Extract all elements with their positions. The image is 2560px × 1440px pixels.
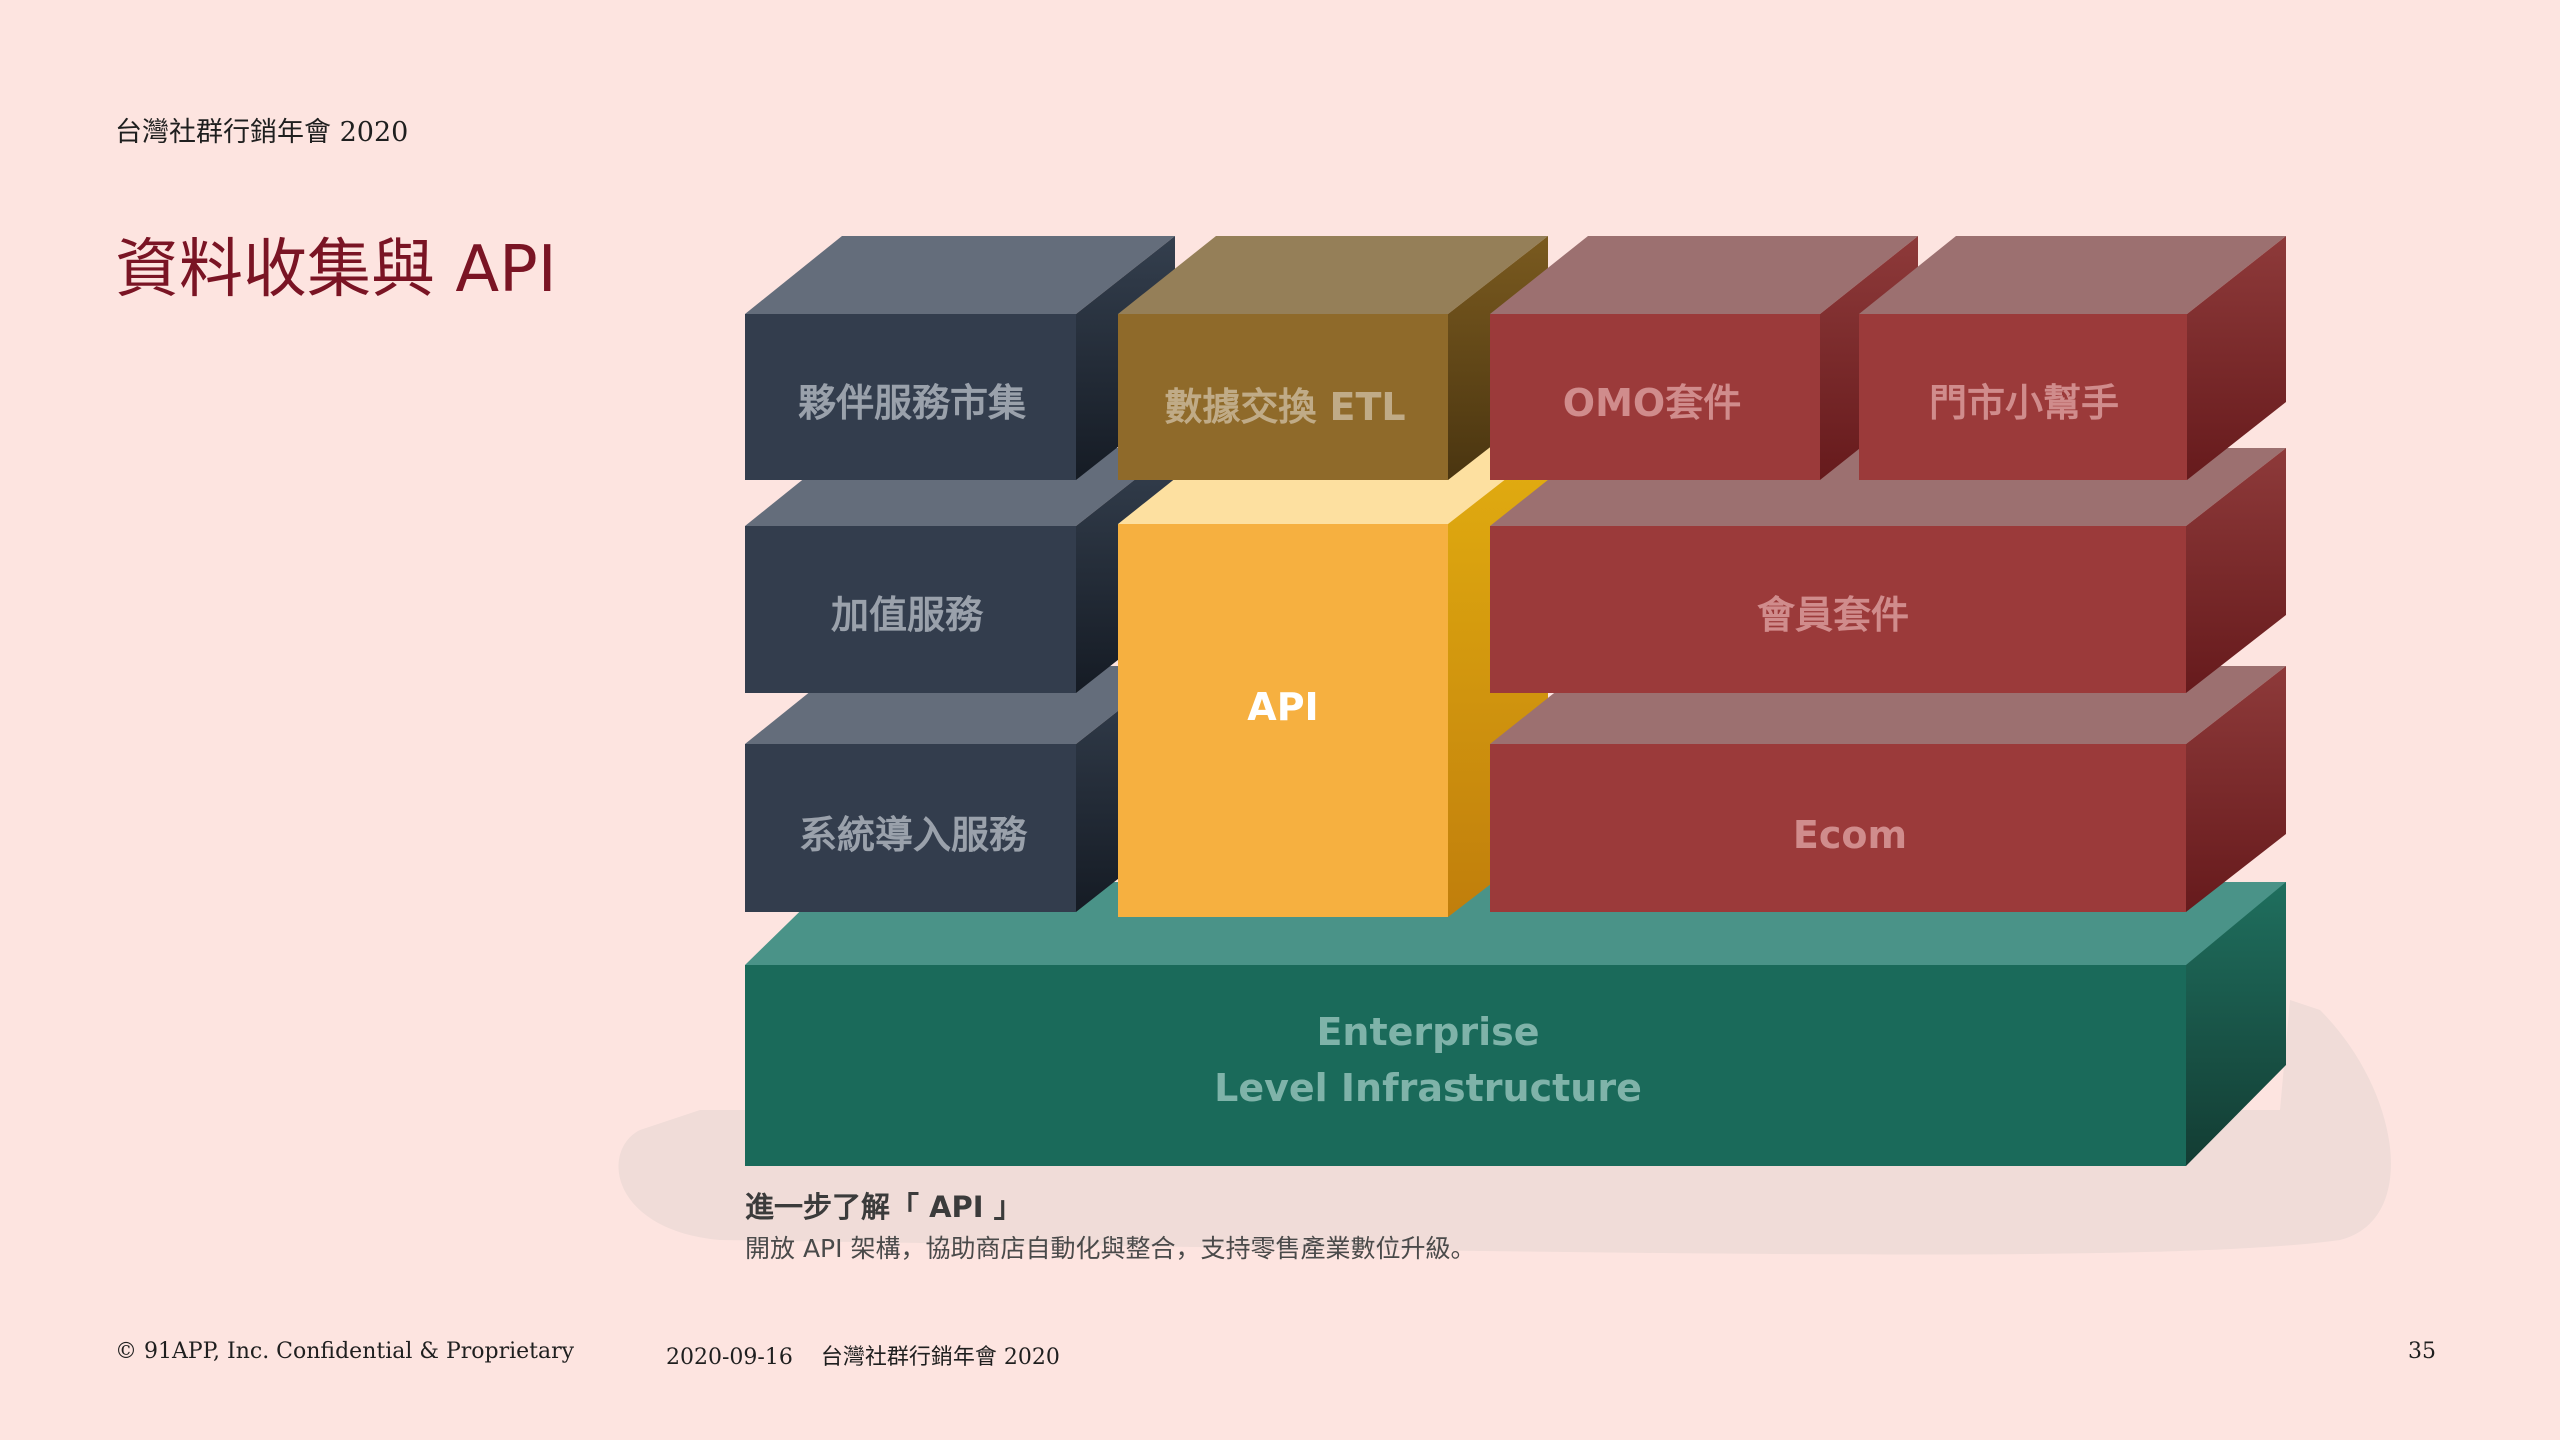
etl-block: 數據交換 ETL bbox=[1118, 236, 1548, 480]
etl-label: 數據交換 ETL bbox=[1164, 385, 1405, 429]
enterprise-label-line1: Enterprise bbox=[1316, 1010, 1539, 1054]
ecom-label: Ecom bbox=[1793, 813, 1907, 857]
enterprise-label-line2: Level Infrastructure bbox=[1214, 1066, 1642, 1110]
caption-title: 進一步了解「 API 」 bbox=[745, 1190, 1023, 1224]
api-block: API bbox=[1118, 446, 1548, 917]
api-label: API bbox=[1247, 685, 1318, 729]
member-label: 會員套件 bbox=[1757, 593, 1909, 637]
page-number: 35 bbox=[2408, 1339, 2436, 1364]
footer-event: 台灣社群行銷年會 2020 bbox=[820, 1345, 1060, 1370]
ecom-block: Ecom bbox=[1490, 666, 2286, 912]
footer-copyright: © 91APP, Inc. Confidential & Proprietary bbox=[115, 1339, 575, 1364]
system-intro-block: 系統導入服務 bbox=[745, 666, 1175, 912]
enterprise-block: Enterprise Level Infrastructure bbox=[745, 882, 2286, 1166]
omo-block: OMO套件 bbox=[1490, 236, 1918, 480]
system-intro-label: 系統導入服務 bbox=[799, 813, 1028, 857]
caption-body: 開放 API 架構，協助商店自動化與整合，支持零售產業數位升級。 bbox=[745, 1234, 1476, 1263]
event-label: 台灣社群行銷年會 2020 bbox=[115, 117, 409, 148]
footer-date-event: 2020-09-16 台灣社群行銷年會 2020 bbox=[666, 1339, 1060, 1371]
member-block: 會員套件 bbox=[1490, 448, 2286, 693]
store-helper-label: 門市小幫手 bbox=[1929, 381, 2119, 425]
value-added-block: 加值服務 bbox=[745, 448, 1175, 693]
partner-market-block: 夥伴服務市集 bbox=[745, 236, 1175, 480]
partner-market-label: 夥伴服務市集 bbox=[798, 381, 1026, 425]
omo-label: OMO套件 bbox=[1563, 381, 1741, 425]
slide-title: 資料收集與 API bbox=[115, 233, 557, 307]
value-added-label: 加值服務 bbox=[831, 593, 984, 637]
footer-date: 2020-09-16 bbox=[666, 1345, 793, 1370]
store-helper-block: 門市小幫手 bbox=[1859, 236, 2286, 480]
